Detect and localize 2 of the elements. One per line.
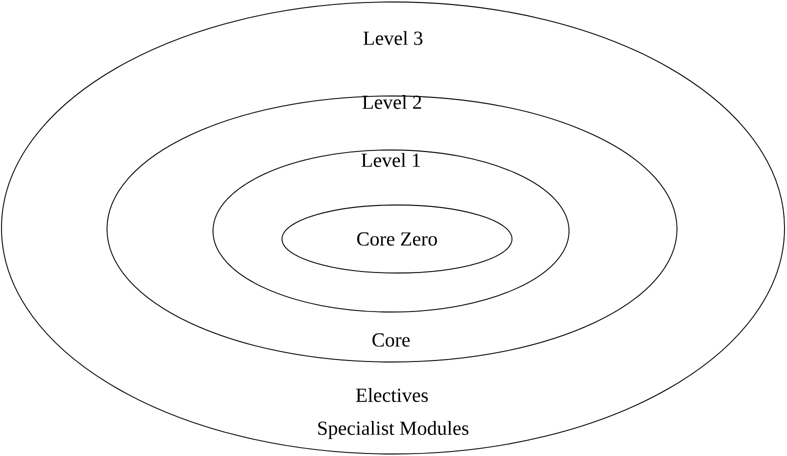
node-label: Electives [356,388,428,402]
node-label: Core [372,333,410,347]
